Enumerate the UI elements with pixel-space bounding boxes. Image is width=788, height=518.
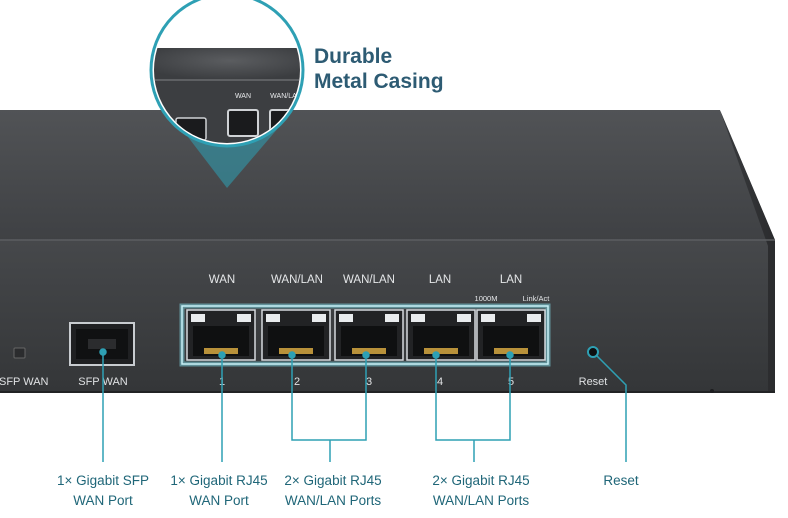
feature-line-2: WAN/LAN Ports — [432, 493, 530, 508]
port-number-3: 3 — [366, 376, 372, 388]
left-led-label: SFP WAN — [0, 376, 49, 388]
feature-line-1: 2× Gigabit RJ45 — [284, 473, 382, 488]
feature-rj45-wanlan-a: 2× Gigabit RJ45 WAN/LAN Ports — [272, 471, 394, 511]
port-label-lan-1: LAN — [429, 274, 451, 286]
port-number-5: 5 — [508, 376, 514, 388]
leader-lines — [99, 348, 627, 462]
port-label-wanlan-2: WAN/LAN — [343, 274, 395, 286]
callout-title: Durable Metal Casing — [314, 44, 444, 94]
port-label-wan: WAN — [209, 274, 235, 286]
feature-line-2: WAN Port — [73, 493, 133, 508]
rj45-port-2 — [261, 309, 331, 361]
feature-line-1: Reset — [603, 473, 639, 488]
feature-rj45-wan: 1× Gigabit RJ45 WAN Port — [158, 471, 280, 511]
zoom-wan-port-icon — [227, 109, 259, 137]
router-top-surface — [0, 110, 775, 240]
reset-port-label: Reset — [579, 376, 608, 388]
zoom-wanlan-label: WAN/LAN — [270, 93, 302, 100]
feature-line-2: WAN Port — [189, 493, 249, 508]
feature-reset: Reset — [580, 471, 662, 491]
feature-line-1: 2× Gigabit RJ45 — [432, 473, 530, 488]
speed-led-label: 1000M — [475, 294, 498, 303]
callout-title-line-1: Durable — [314, 45, 393, 68]
feature-line-1: 1× Gigabit RJ45 — [170, 473, 268, 488]
port-label-lan-2: LAN — [500, 274, 522, 286]
rj45-port-4 — [406, 309, 476, 361]
port-number-4: 4 — [437, 376, 443, 388]
rj45-port-3 — [334, 309, 404, 361]
feature-line-2: WAN/LAN Ports — [284, 493, 382, 508]
zoom-wan-label: WAN — [235, 93, 251, 100]
port-number-2: 2 — [294, 376, 300, 388]
feature-rj45-wanlan-b: 2× Gigabit RJ45 WAN/LAN Ports — [420, 471, 542, 511]
router-side — [720, 110, 788, 392]
callout-title-line-2: Metal Casing — [314, 70, 444, 93]
reset-button — [587, 346, 599, 358]
feature-sfp-wan: 1× Gigabit SFP WAN Port — [42, 471, 164, 511]
feature-line-1: 1× Gigabit SFP — [57, 473, 149, 488]
link-led-label: Link/Act — [523, 294, 551, 303]
sfp-status-led — [13, 347, 26, 359]
port-label-wanlan-1: WAN/LAN — [271, 274, 323, 286]
